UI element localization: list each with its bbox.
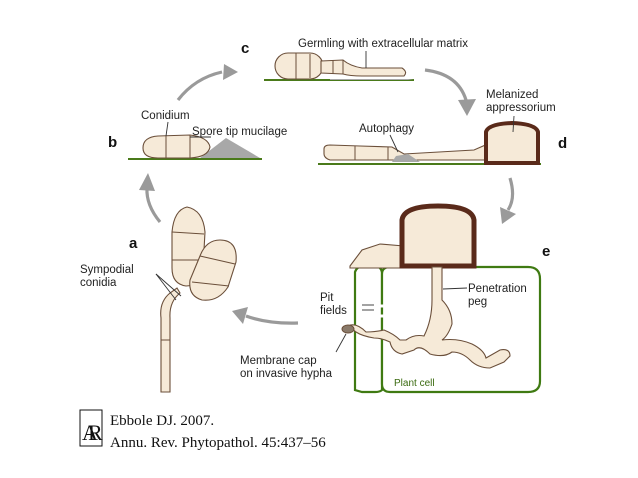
annual-reviews-logo: A R [79, 409, 103, 447]
penetration-e [335, 203, 542, 394]
panel-label-c: c [241, 40, 249, 57]
label-penetration-2: peg [468, 296, 487, 308]
germling-c [264, 51, 414, 81]
panel-label-e: e [542, 243, 550, 260]
label-membrane-2: on invasive hypha [240, 368, 333, 380]
label-pit-2: fields [320, 305, 347, 317]
appressorium-d [318, 115, 541, 165]
invasive-hypha [346, 266, 511, 369]
label-membrane-1: Membrane cap [240, 355, 317, 367]
label-conidium: Conidium [141, 110, 190, 122]
panel-label-a: a [129, 235, 138, 252]
germ-tube-c [320, 59, 407, 77]
cycle-arrow-c-to-d [424, 68, 476, 116]
conidium [142, 134, 211, 159]
conidiophore-a [155, 206, 237, 393]
label-spore-tip: Spore tip mucilage [192, 126, 287, 138]
svg-text:R: R [88, 420, 103, 445]
conidium-b [128, 121, 262, 160]
germ-tube-d [323, 142, 491, 161]
label-penetration-1: Penetration [468, 283, 527, 295]
citation-line-2: Annu. Rev. Phytopathol. 45:437–56 [110, 435, 326, 451]
cycle-arrow-e-to-a [232, 307, 299, 325]
citation-line-1: Ebbole DJ. 2007. [110, 413, 214, 429]
extracellular-matrix [330, 79, 414, 80]
panel-label-d: d [558, 135, 567, 152]
label-autophagy: Autophagy [359, 123, 414, 135]
svg-text:A: A [82, 420, 98, 445]
label-pit-1: Pit [320, 292, 334, 304]
germling-spore [274, 52, 324, 80]
cycle-arrow-d-to-e [500, 177, 516, 224]
spore-tip-mucilage [200, 138, 260, 158]
appressorium-e [399, 203, 477, 269]
label-sympodial-2: conidia [80, 277, 117, 289]
cycle-arrow-a-to-b [139, 173, 162, 224]
label-melanized-2: appressorium [486, 102, 556, 114]
cycle-arrow-b-to-c [176, 64, 238, 101]
membrane-cap [341, 324, 355, 334]
label-plant-cell: Plant cell [394, 378, 435, 389]
label-sympodial-1: Sympodial [80, 264, 134, 276]
label-melanized-1: Melanized [486, 89, 538, 101]
label-germling: Germling with extracellular matrix [298, 38, 468, 50]
panel-label-b: b [108, 134, 117, 151]
conidiophore-stalk [160, 287, 181, 393]
melanized-appressorium [484, 120, 540, 165]
